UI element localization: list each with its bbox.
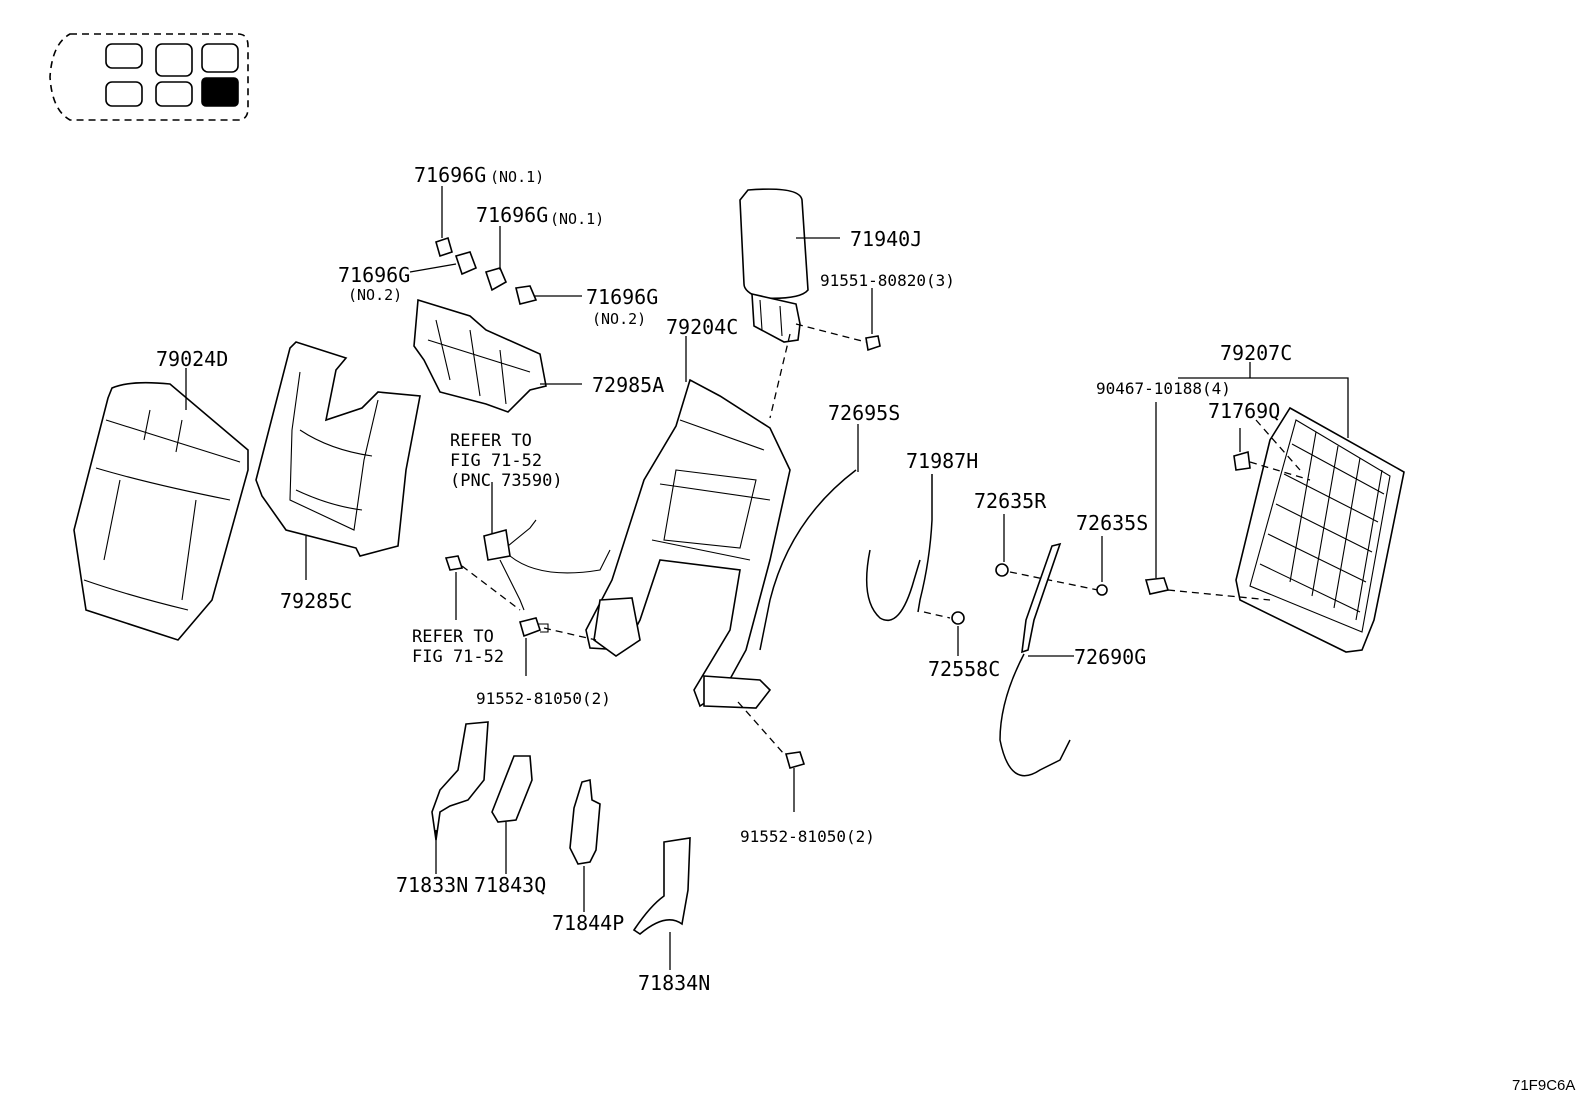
part-71834n-cover [632,837,691,935]
ref2-line1: REFER TO [412,627,494,647]
ref-belt-assembly [483,482,611,611]
label-72985a: 72985A [592,373,664,397]
part-71987h [917,474,933,613]
part-72635r [995,563,1009,577]
leader-79207c [1178,377,1349,438]
label-71987h: 71987H [906,449,978,473]
label-91552-a: 91552-81050(2) [476,689,611,708]
label-91552-b: 91552-81050(2) [740,827,875,846]
dash-71987h [923,611,951,619]
part-91552-bolt-left [444,555,549,638]
part-72695s-cable [759,469,921,651]
part-90467-clip [1144,577,1170,595]
dash-left-bolt-a [461,565,521,611]
label-79024d: 79024D [156,347,228,371]
label-72690g: 72690G [1074,645,1146,669]
part-71769q-clip [1233,450,1251,471]
ref1-line1: REFER TO [450,431,532,451]
label-90467: 90467-10188(4) [1096,379,1231,398]
label-72635r: 72635R [974,489,1047,513]
part-71833n-cover [431,721,489,841]
part-72690g-cable [999,542,1071,777]
label-79285c: 79285C [280,589,352,613]
label-79207c: 79207C [1220,341,1292,365]
label-71696g-no1-b-note: (NO.1) [550,210,604,228]
leader-71696g-no2-a [409,263,457,273]
figure-code: 71F9C6A [1512,1077,1575,1094]
part-79285c-seatback-pad [255,341,421,557]
label-71834n: 71834N [638,971,710,995]
label-71696g-no2-b: 71696G [586,285,658,309]
label-71844p: 71844P [552,911,624,935]
selected-seat-marker [201,77,239,107]
part-72558c [951,611,965,625]
part-79207c-back-board [1235,406,1405,653]
part-91551-bolt [865,335,881,352]
ref1-line3: (PNC 73590) [450,471,563,491]
label-71696g-no2-b-note: (NO.2) [592,310,646,328]
label-71843q: 71843Q [474,873,546,897]
ref1-line2: FIG 71-52 [450,451,542,471]
label-71769q: 71769Q [1208,399,1280,423]
dash-72635r [1009,571,1099,591]
dash-90467 [1167,589,1271,601]
label-71833n: 71833N [396,873,468,897]
label-71696g-no2-a-note: (NO.2) [348,286,402,304]
part-71940j-headrest [739,188,809,343]
label-91551: 91551-80820(3) [820,271,955,290]
part-72635s [1096,584,1108,596]
part-71844p-cover [569,778,601,865]
label-72635s: 72635S [1076,511,1148,535]
ref2-line2: FIG 71-52 [412,647,504,667]
dash-71769q [1249,461,1311,481]
label-72695s: 72695S [828,401,900,425]
label-71940j: 71940J [850,227,922,251]
part-79024d-seatback-cover [73,381,249,641]
label-71696g-no2-a: 71696G [338,263,410,287]
dash-headrest-frame [769,333,791,419]
dash-left-bolt-b [543,627,597,641]
part-71843q-cover [491,755,533,823]
part-91552-bolt-bottom [784,751,806,769]
label-71696g-no1-b: 71696G [476,203,548,227]
part-79204c-seatback-frame [585,378,791,709]
label-71696g-no1-a: 71696G [414,163,486,187]
dash-headrest-bolt [795,323,867,343]
label-72558c: 72558C [928,657,1000,681]
label-71696g-no1-a-note: (NO.1) [490,168,544,186]
part-71696g-clips [435,236,538,305]
dash-frame-bolt [737,701,785,755]
label-79204c: 79204C [666,315,738,339]
part-72985a-bracket [413,298,547,413]
seat-locator-icon [49,33,249,121]
